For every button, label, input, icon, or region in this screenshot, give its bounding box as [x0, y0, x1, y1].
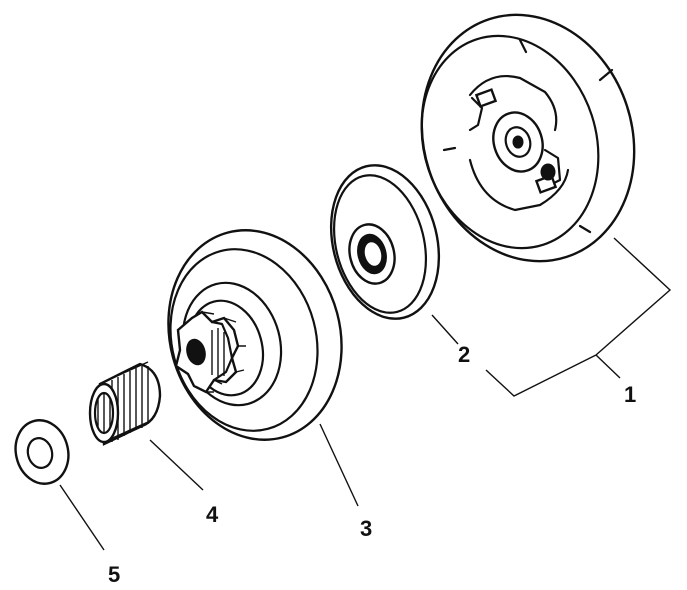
- callout-5: 5: [108, 562, 120, 587]
- leader-line-2: [431, 314, 459, 345]
- leader-line-1: [595, 354, 621, 379]
- callout-1: 1: [624, 382, 636, 407]
- leader-lines: [59, 237, 672, 551]
- sprocket-drum-icon: [167, 229, 343, 441]
- leader-line-5: [59, 484, 105, 551]
- callout-4: 4: [206, 502, 219, 527]
- leader-line-1b: [485, 354, 597, 397]
- clutch-assembly-icon: [420, 13, 636, 263]
- callout-2: 2: [458, 342, 470, 367]
- needle-bearing-icon: [88, 361, 162, 446]
- leader-line-3: [319, 423, 359, 507]
- leader-line-1a: [595, 237, 672, 356]
- leader-line-4: [149, 439, 204, 491]
- washer-icon: [14, 419, 70, 485]
- washer-plate-icon: [329, 164, 441, 320]
- callout-3: 3: [360, 516, 372, 541]
